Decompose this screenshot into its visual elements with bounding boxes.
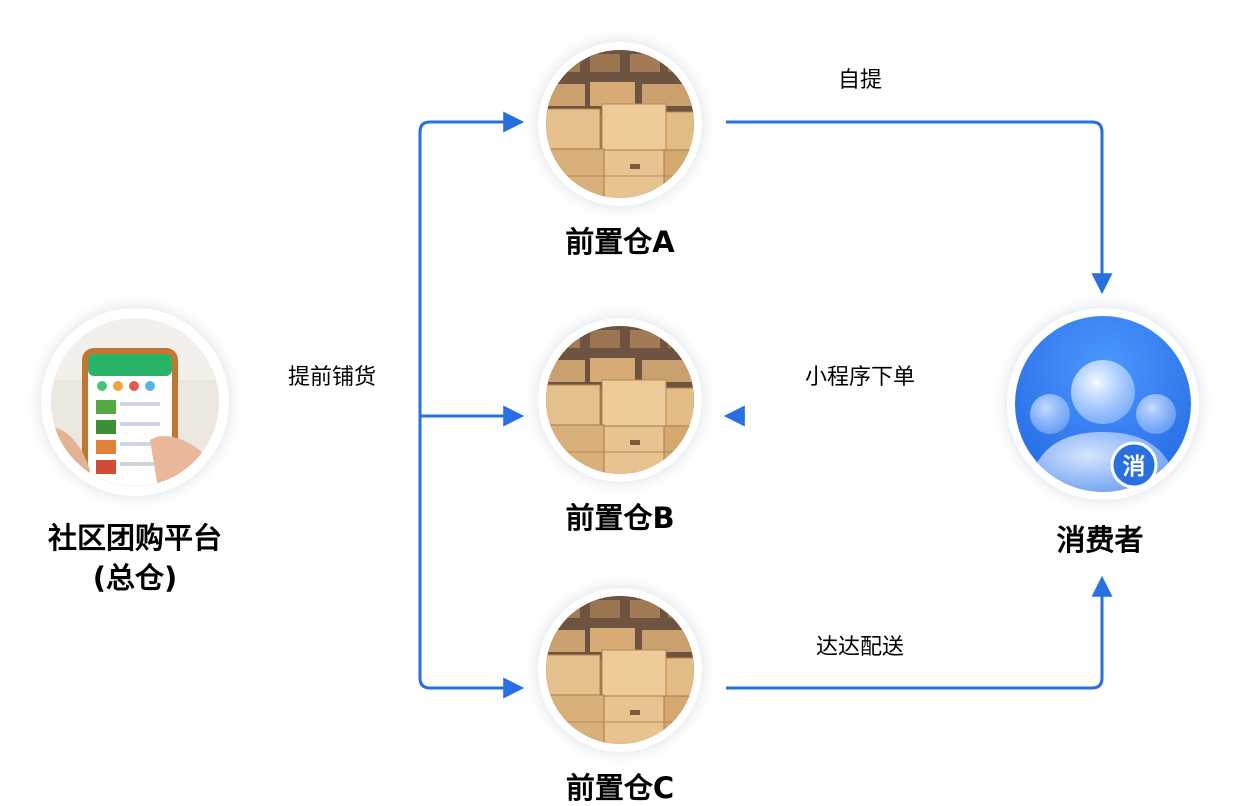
edge-trunk-vertical — [418, 120, 520, 690]
consumer-badge-text: 消 — [1123, 454, 1146, 480]
node-warehouse-c — [538, 588, 702, 752]
edge-delivery — [726, 575, 1113, 690]
node-consumer: 消 — [1007, 308, 1199, 500]
node-platform — [41, 308, 229, 496]
consumer-badge — [1110, 441, 1158, 489]
edge-label-order: 小程序下单 — [805, 365, 915, 390]
platform-label-line2: (总仓) — [93, 561, 178, 595]
warehouse-a-label: 前置仓A — [565, 225, 675, 259]
edge-pickup — [726, 120, 1113, 295]
warehouse-c-label: 前置仓C — [566, 771, 674, 805]
edge-label-pickup: 自提 — [838, 68, 882, 93]
consumer-label: 消费者 — [1056, 523, 1143, 557]
node-warehouse-a — [538, 42, 702, 206]
node-warehouse-b — [538, 318, 702, 482]
edge-label-delivery: 达达配送 — [816, 635, 904, 660]
edge-label-stocking: 提前铺货 — [288, 365, 376, 390]
warehouse-b-label: 前置仓B — [565, 501, 674, 535]
platform-label-line1: 社区团购平台 — [48, 521, 222, 555]
